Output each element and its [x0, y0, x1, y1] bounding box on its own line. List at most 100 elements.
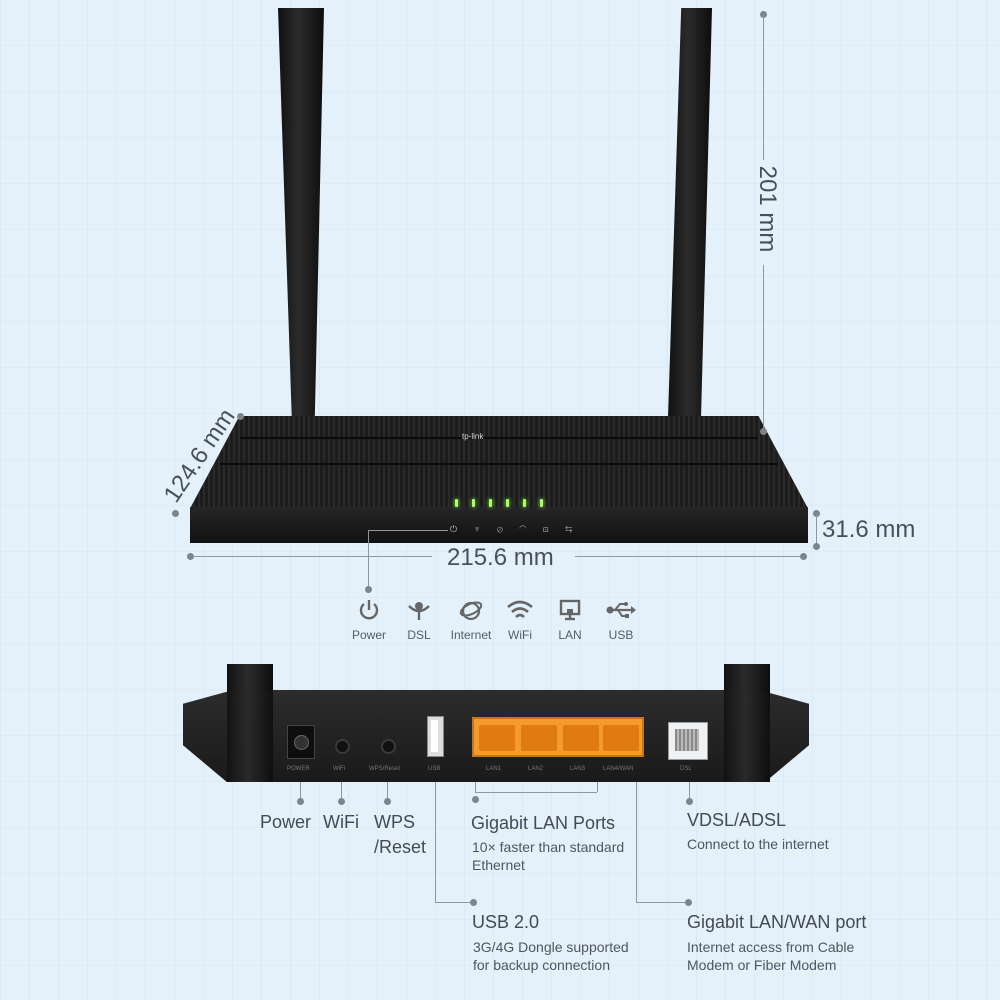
led-lan	[523, 499, 526, 507]
rear-label-lan3: LAN3	[570, 766, 586, 772]
callout-dsl-desc: Connect to the internet	[687, 836, 829, 852]
callout-dsl-title: VDSL/ADSL	[687, 810, 787, 830]
callout-wan-desc1: Internet access from Cable	[687, 939, 855, 955]
callout-usb-title: USB 2.0	[472, 912, 540, 932]
wifi-icon	[507, 600, 533, 618]
leader-dsl	[689, 782, 690, 800]
power-icon	[359, 600, 379, 620]
lan-icon	[559, 599, 581, 621]
dim-line-width	[575, 556, 803, 557]
callout-wifi: WiFi	[323, 812, 359, 832]
rear-label-lan4wan: LAN4/WAN	[603, 766, 634, 772]
leader-lan	[475, 792, 597, 793]
legend-dsl-label: DSL	[407, 628, 431, 642]
led-dsl	[472, 499, 475, 507]
leader-dot	[338, 798, 345, 805]
leader-lan	[475, 782, 476, 792]
leader-wan	[636, 902, 688, 903]
lan1-port	[479, 725, 515, 751]
callout-wps-reset: /Reset	[374, 837, 427, 857]
dsl-icon	[408, 602, 430, 620]
router-top-view	[190, 405, 808, 543]
leader-dot	[686, 798, 693, 805]
leader-dot	[472, 796, 479, 803]
callout-lan-desc2: Ethernet	[472, 857, 525, 873]
front-icon-strip: ⏻ ♆ ⊘ ◠ ⊡ ⇆	[450, 524, 580, 534]
dim-marker	[187, 553, 194, 560]
panel-seam	[220, 463, 778, 465]
leader-usb	[435, 902, 473, 903]
dim-marker	[813, 543, 820, 550]
dim-thickness-label: 31.6 mm	[822, 516, 916, 543]
dim-marker	[760, 11, 767, 18]
dim-marker	[760, 428, 767, 435]
dim-line-thickness	[816, 514, 817, 544]
dim-line-height	[763, 15, 764, 160]
rear-label-usb: USB	[428, 766, 441, 772]
led-internet	[489, 499, 492, 507]
rear-label-wifi: WiFi	[333, 766, 345, 772]
dim-marker	[813, 510, 820, 517]
rear-right-antenna-front	[724, 664, 770, 782]
lan-port-block	[472, 717, 644, 757]
dim-line-width	[192, 556, 432, 557]
wifi-button[interactable]	[335, 739, 350, 754]
rear-left-antenna-front	[227, 664, 273, 782]
leader-dot	[384, 798, 391, 805]
legend-internet-label: Internet	[450, 628, 492, 642]
callout-wps: WPS	[374, 812, 416, 832]
callout-usb-desc2: for backup connection	[473, 957, 610, 973]
dim-height-label: 201 mm	[754, 165, 781, 253]
leader-wan	[636, 782, 637, 902]
power-jack	[287, 725, 315, 759]
leader-wps	[387, 782, 388, 800]
callout-power: Power	[260, 812, 312, 832]
legend-usb: USB	[591, 598, 651, 642]
legend-lan-label: LAN	[558, 628, 582, 642]
leader-dot	[685, 899, 692, 906]
wps-reset-button[interactable]	[381, 739, 396, 754]
lan2-port	[521, 725, 557, 751]
internet-icon	[459, 601, 483, 621]
leader-power	[300, 782, 301, 800]
panel-seam	[240, 437, 758, 439]
legend-pointer-line	[368, 530, 448, 531]
leader-usb	[435, 782, 436, 902]
dim-width-label: 215.6 mm	[447, 544, 554, 571]
dim-marker	[237, 413, 244, 420]
legend-pointer-line	[368, 530, 369, 588]
router-front-edge	[190, 507, 808, 543]
callout-lan-desc1: 10× faster than standard	[472, 839, 625, 855]
callout-wan-desc2: Modem or Fiber Modem	[687, 957, 837, 973]
dim-marker	[365, 586, 372, 593]
dim-marker	[172, 510, 179, 517]
legend-dsl: DSL	[389, 598, 449, 642]
brand-logo: tp-link	[462, 432, 484, 441]
leader-dot	[470, 899, 477, 906]
legend-power-label: Power	[351, 628, 386, 642]
leader-lan	[597, 782, 598, 792]
lan4-wan-port	[603, 725, 639, 751]
led-power	[455, 499, 458, 507]
leader-wifi	[341, 782, 342, 800]
legend-internet: Internet	[441, 598, 501, 642]
legend-usb-label: USB	[608, 628, 634, 642]
legend-power: Power	[339, 598, 399, 642]
callout-lan-title: Gigabit LAN Ports	[471, 813, 616, 833]
legend-wifi: WiFi	[490, 598, 550, 642]
callout-usb-desc1: 3G/4G Dongle supported	[473, 939, 629, 955]
leader-dot	[297, 798, 304, 805]
rear-label-dsl: DSL	[680, 766, 692, 772]
dim-marker	[800, 553, 807, 560]
dim-line-height	[763, 265, 764, 430]
lan3-port	[563, 725, 599, 751]
legend-wifi-label: WiFi	[508, 628, 532, 642]
usb-port	[427, 716, 444, 757]
rear-label-lan1: LAN1	[486, 766, 502, 772]
legend-lan: LAN	[540, 598, 600, 642]
rear-label-power: POWER	[287, 766, 310, 772]
rear-label-wps: WPS/Reset	[369, 766, 401, 772]
rear-label-lan2: LAN2	[528, 766, 544, 772]
led-usb	[540, 499, 543, 507]
dsl-port	[668, 722, 708, 760]
